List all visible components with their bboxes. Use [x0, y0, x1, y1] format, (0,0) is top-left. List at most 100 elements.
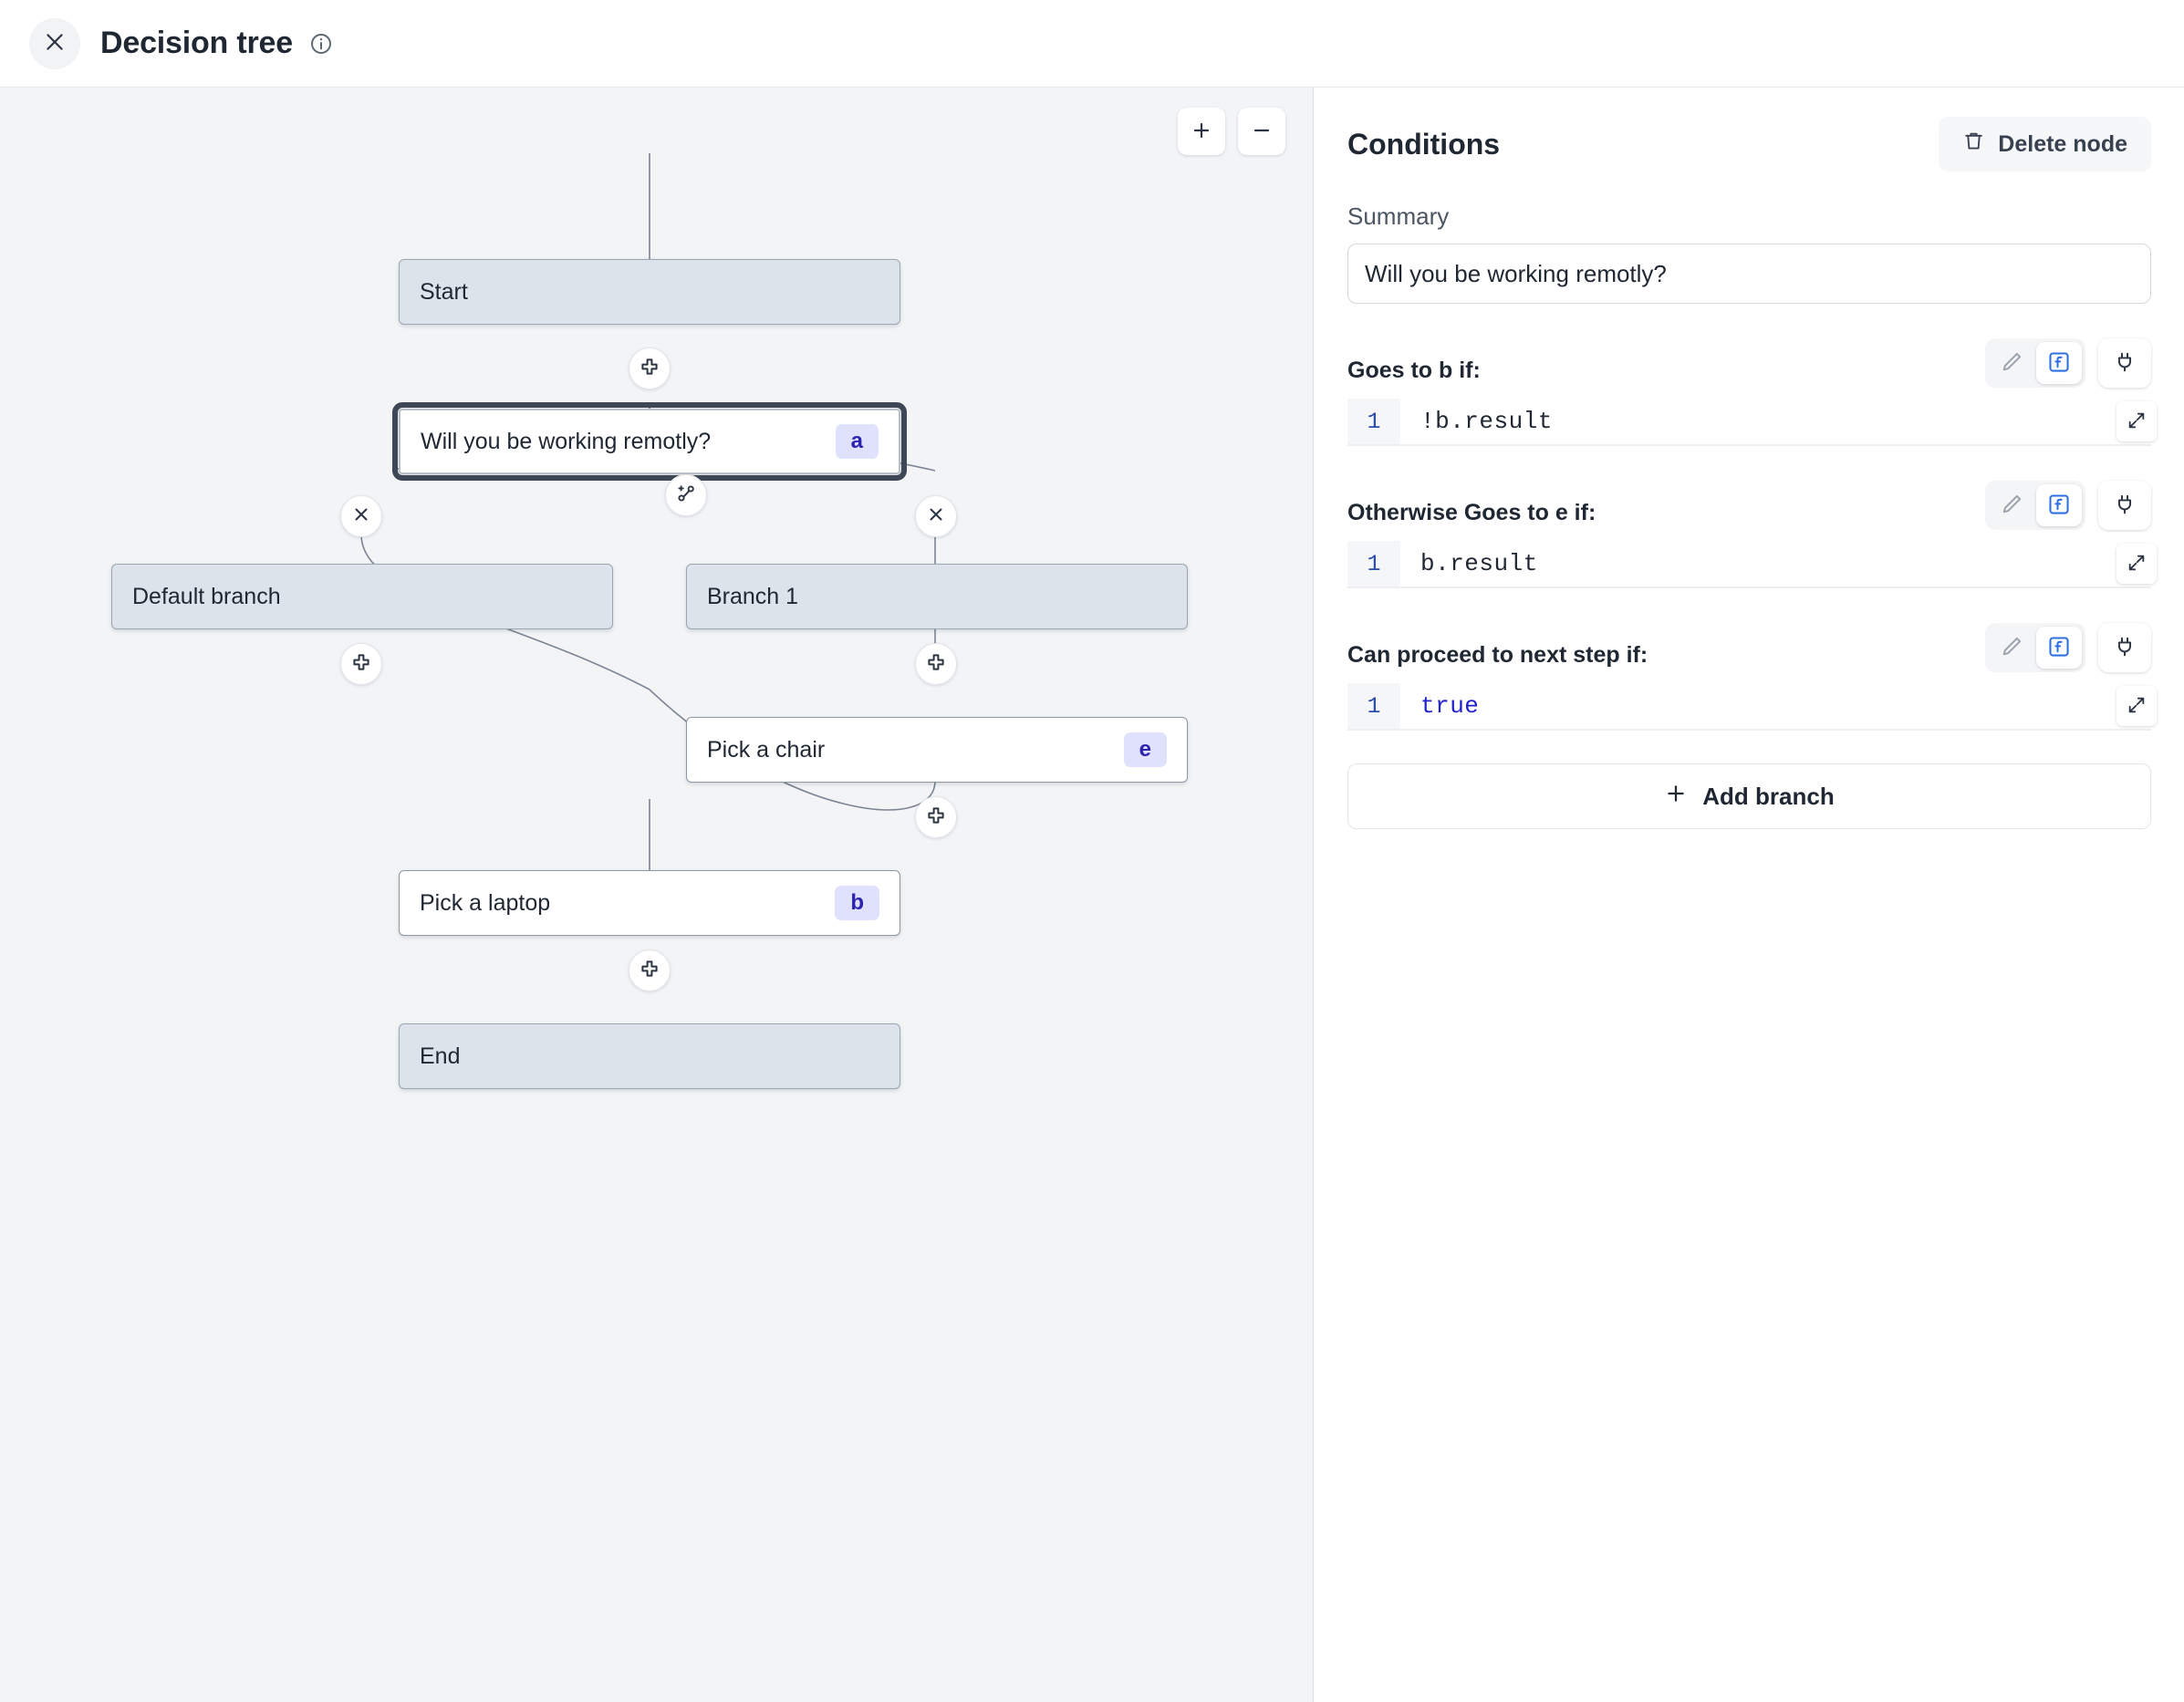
panel-title: Conditions [1347, 127, 1501, 161]
zoom-controls [1178, 108, 1285, 155]
pencil-icon [2000, 350, 2023, 377]
add-branch-label: Add branch [1702, 782, 1835, 810]
plus-icon [350, 651, 372, 678]
plug-icon-button[interactable] [2098, 623, 2151, 672]
node-start[interactable]: Start [399, 259, 900, 325]
plug-icon [2113, 635, 2137, 661]
expand-editor-button[interactable] [2116, 686, 2157, 726]
condition-block-goes-to-b: Goes to b if: [1347, 338, 2157, 446]
node-branch-1[interactable]: Branch 1 [686, 564, 1188, 629]
function-icon [2047, 493, 2071, 519]
code-editor[interactable]: 1 b.result [1347, 541, 2157, 588]
add-node-after-chair-handle[interactable] [915, 796, 957, 838]
minus-icon [1251, 119, 1273, 144]
condition-toolbar-row: Otherwise Goes to e if: [1347, 481, 2151, 530]
code-content[interactable]: b.result [1420, 550, 1538, 577]
node-badge-e: e [1123, 732, 1167, 767]
add-node-branch-1-handle[interactable] [915, 643, 957, 685]
conditions-panel: Conditions Delete node Summary Goes to b… [1315, 88, 2184, 1702]
condition-title: Goes to b if: [1347, 358, 1481, 383]
zoom-out-button[interactable] [1238, 108, 1285, 155]
add-node-after-start-handle[interactable] [629, 348, 671, 389]
code-content[interactable]: !b.result [1420, 408, 1553, 435]
condition-icon-group [1985, 338, 2151, 388]
add-branch-button[interactable]: Add branch [1347, 763, 2151, 829]
expand-editor-button[interactable] [2116, 544, 2157, 584]
code-line-number: 1 [1347, 399, 1400, 444]
plug-icon-button[interactable] [2098, 481, 2151, 530]
condition-block-otherwise-goes-to-e: Otherwise Goes to e if: [1347, 481, 2157, 588]
plug-icon [2113, 493, 2137, 519]
condition-toolbar-row: Can proceed to next step if: [1347, 623, 2151, 672]
delete-branch-1-handle[interactable] [915, 495, 957, 537]
condition-title: Can proceed to next step if: [1347, 642, 1648, 668]
code-editor[interactable]: 1 !b.result [1347, 399, 2157, 446]
close-icon [925, 503, 947, 530]
flow-graph: Start Will you be working remotly? a Def… [0, 88, 1313, 1702]
add-node-after-laptop-handle[interactable] [629, 950, 671, 991]
page-title: Decision tree [100, 26, 293, 60]
node-badge-b: b [835, 886, 879, 920]
close-button[interactable] [29, 17, 80, 69]
info-icon[interactable] [309, 32, 333, 56]
editor-mode-toggle [1985, 623, 2085, 672]
function-icon-button[interactable] [2036, 484, 2082, 526]
summary-label: Summary [1347, 202, 1450, 230]
node-label: Pick a chair [707, 736, 826, 763]
condition-block-can-proceed: Can proceed to next step if: [1347, 623, 2157, 731]
expand-editor-button[interactable] [2116, 401, 2157, 441]
function-icon-button[interactable] [2036, 342, 2082, 384]
plus-icon [1191, 119, 1212, 144]
node-label: Default branch [132, 583, 281, 609]
function-icon [2047, 350, 2071, 377]
close-icon [43, 30, 67, 57]
add-branch-handle[interactable] [665, 474, 707, 516]
delete-default-branch-handle[interactable] [340, 495, 382, 537]
code-line-number: 1 [1347, 541, 1400, 586]
node-badge-a: a [835, 424, 879, 459]
app-header: Decision tree [0, 0, 2184, 88]
condition-icon-group [1985, 623, 2151, 672]
node-will-you-be-working-remotly[interactable]: Will you be working remotly? a [392, 402, 907, 481]
node-label: Start [420, 278, 468, 305]
add-node-default-branch-handle[interactable] [340, 643, 382, 685]
pencil-icon-button[interactable] [1989, 342, 2034, 384]
node-label: Branch 1 [707, 583, 799, 609]
flow-canvas[interactable]: Start Will you be working remotly? a Def… [0, 88, 1314, 1702]
node-pick-a-laptop[interactable]: Pick a laptop b [399, 870, 900, 936]
node-default-branch[interactable]: Default branch [111, 564, 613, 629]
editor-mode-toggle [1985, 338, 2085, 388]
editor-mode-toggle [1985, 481, 2085, 530]
code-line-number: 1 [1347, 683, 1400, 729]
close-icon [350, 503, 372, 530]
condition-toolbar-row: Goes to b if: [1347, 338, 2151, 388]
code-editor[interactable]: 1 true [1347, 683, 2157, 731]
plus-icon [925, 651, 947, 678]
expand-icon [2127, 553, 2147, 576]
pencil-icon-button[interactable] [1989, 627, 2034, 669]
node-label: End [420, 1043, 461, 1069]
node-label: Will you be working remotly? [421, 428, 712, 454]
panel-header: Conditions Delete node [1347, 117, 2151, 171]
condition-title: Otherwise Goes to e if: [1347, 500, 1596, 525]
branch-plus-icon [675, 483, 697, 509]
plus-icon [925, 804, 947, 831]
function-icon-button[interactable] [2036, 627, 2082, 669]
plus-icon [1664, 782, 1688, 812]
node-pick-a-chair[interactable]: Pick a chair e [686, 717, 1188, 783]
node-label: Pick a laptop [420, 889, 551, 916]
plus-icon [639, 958, 660, 984]
plug-icon-button[interactable] [2098, 338, 2151, 388]
expand-icon [2127, 410, 2147, 433]
delete-node-button[interactable]: Delete node [1939, 117, 2151, 171]
code-content[interactable]: true [1420, 692, 1480, 720]
pencil-icon [2000, 493, 2023, 519]
delete-node-label: Delete node [1998, 130, 2127, 157]
zoom-in-button[interactable] [1178, 108, 1225, 155]
trash-icon [1962, 130, 1985, 159]
pencil-icon-button[interactable] [1989, 484, 2034, 526]
summary-input[interactable] [1347, 244, 2151, 304]
node-end[interactable]: End [399, 1023, 900, 1089]
function-icon [2047, 635, 2071, 661]
plug-icon [2113, 350, 2137, 377]
